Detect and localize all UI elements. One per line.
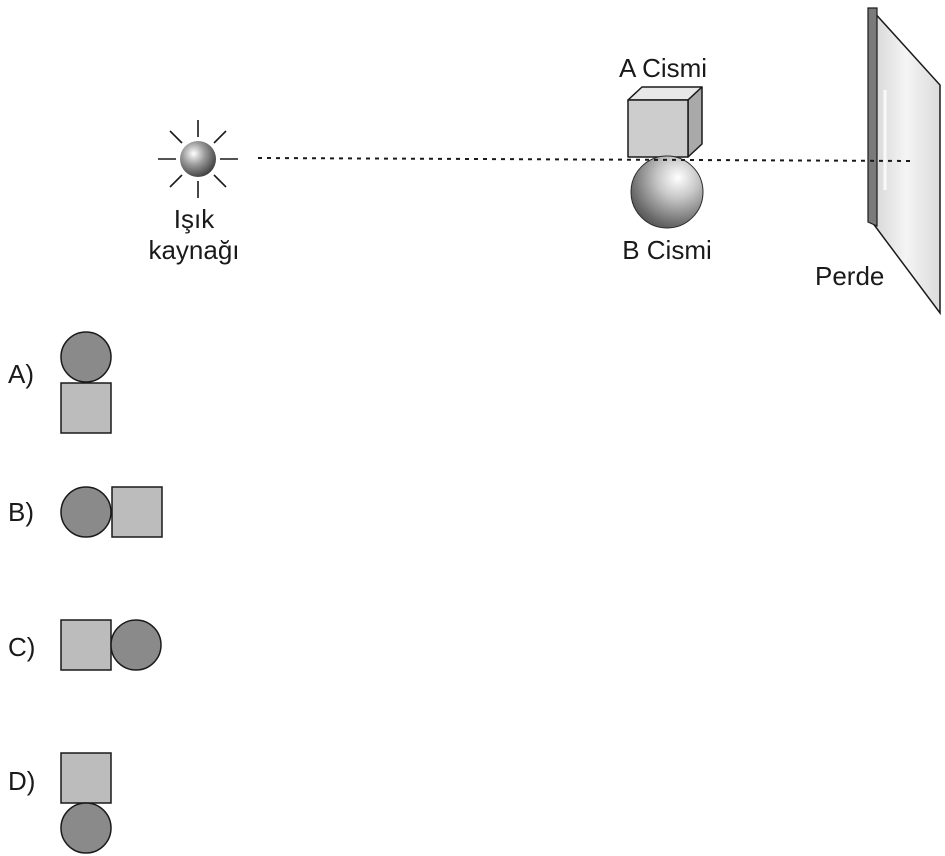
object-b-sphere <box>630 155 704 229</box>
light-bulb-icon <box>180 141 216 177</box>
object-b-label: B Cismi <box>622 235 712 265</box>
option-d-square <box>60 752 112 804</box>
option-a-square <box>60 382 112 434</box>
option-b[interactable]: B) <box>8 486 163 538</box>
option-c-letter: C) <box>8 632 35 662</box>
light-source-label-2: kaynağı <box>148 235 239 265</box>
option-d[interactable]: D) <box>8 752 112 854</box>
option-b-letter: B) <box>8 497 34 527</box>
option-a[interactable]: A) <box>8 331 112 434</box>
light-source-label-1: Işık <box>174 204 215 234</box>
cube-side-face <box>687 86 703 158</box>
option-c-circle <box>110 619 162 671</box>
light-rays <box>158 120 238 198</box>
option-d-circle <box>60 802 112 854</box>
light-source <box>158 120 238 198</box>
option-b-circle <box>60 486 112 538</box>
option-a-letter: A) <box>8 359 34 389</box>
object-a-cube <box>627 86 703 158</box>
object-a-label: A Cismi <box>619 53 707 83</box>
option-c-square <box>60 619 112 671</box>
screen-label: Perde <box>815 261 884 291</box>
cube-front-face <box>627 99 689 158</box>
option-c[interactable]: C) <box>8 619 162 671</box>
option-a-circle <box>60 331 112 383</box>
screen-edge <box>867 7 878 227</box>
light-path-line <box>257 157 913 162</box>
option-d-letter: D) <box>8 766 35 796</box>
option-b-square <box>111 486 163 538</box>
